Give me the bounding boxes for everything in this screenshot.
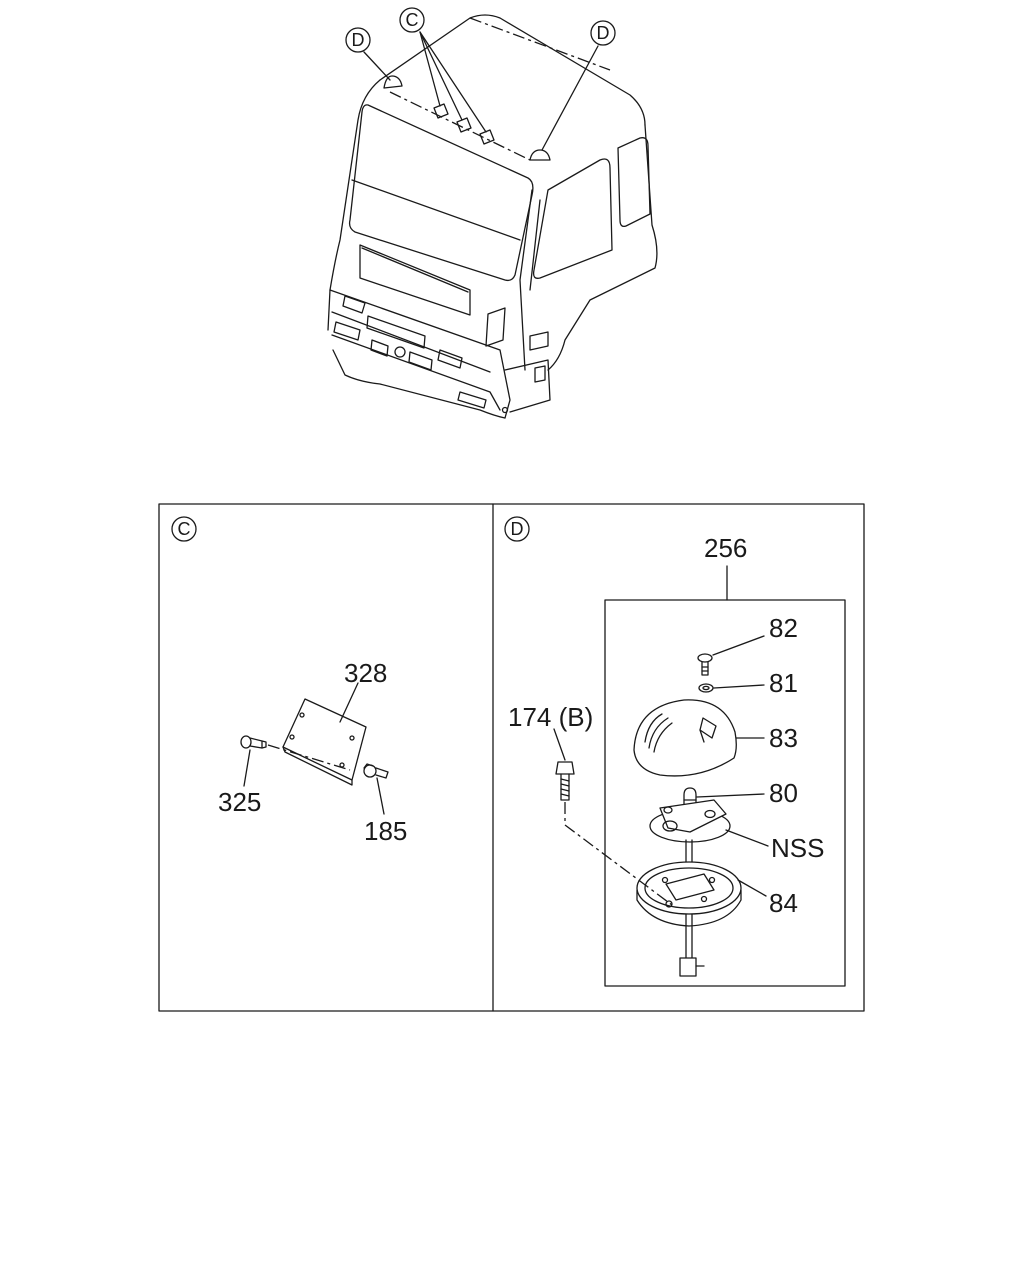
part-label-81: 81 [769, 668, 798, 698]
truck-cab-illustration [327, 14, 658, 419]
part-label-83: 83 [769, 723, 798, 753]
part-label-82: 82 [769, 613, 798, 643]
panel-letter-circle [504, 516, 530, 542]
callout-letter: D [597, 23, 610, 43]
dome-lens-83 [633, 699, 737, 777]
callout-d-left: D [345, 27, 371, 53]
part-label-328: 328 [344, 658, 387, 688]
assembly-box-256 [604, 599, 846, 987]
screw-325 [240, 735, 267, 749]
part-label-256: 256 [704, 533, 747, 563]
panel-letter: C [178, 519, 191, 539]
detail-frame [158, 503, 865, 1012]
part-label-325: 325 [218, 787, 261, 817]
lamp-wiring [679, 839, 705, 977]
callout-circle [399, 7, 425, 33]
marker-plate-328 [282, 698, 367, 786]
panel-c: C 328 325 185 [171, 516, 407, 846]
base-plate-84 [636, 861, 742, 927]
screw-82 [697, 653, 713, 676]
panel-d: D 256 82 81 83 [504, 516, 846, 987]
socket-base-nss [649, 799, 731, 843]
callout-c: C [399, 7, 425, 33]
part-label-84: 84 [769, 888, 798, 918]
part-label-80: 80 [769, 778, 798, 808]
callout-letter: D [352, 30, 365, 50]
clip-185 [363, 763, 389, 779]
panel-letter: D [511, 519, 524, 539]
part-label-174b: 174 (B) [508, 702, 593, 732]
callout-letter: C [406, 10, 419, 30]
part-label-nss: NSS [771, 833, 824, 863]
callout-d-right: D [590, 20, 616, 46]
bolt-174b [555, 761, 575, 801]
washer-81 [698, 683, 714, 693]
part-label-185: 185 [364, 816, 407, 846]
callout-circle [345, 27, 371, 53]
callout-circle [590, 20, 616, 46]
panel-letter-circle [171, 516, 197, 542]
